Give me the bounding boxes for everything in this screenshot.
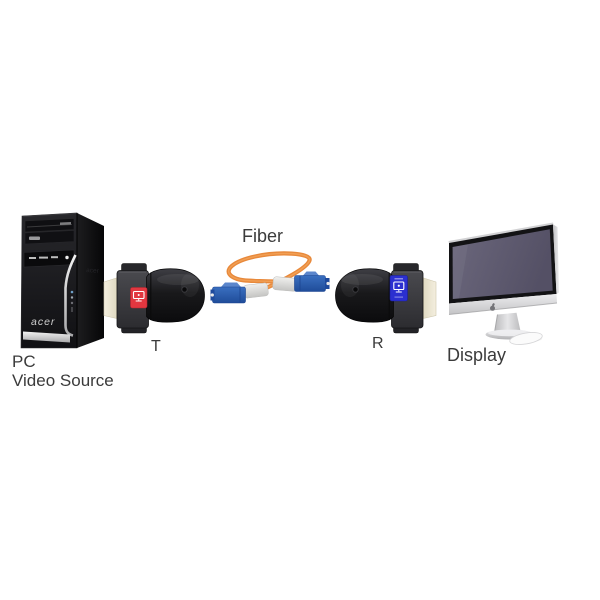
acer-side-watermark: acer [86,267,100,275]
transmitter-badge [130,287,148,309]
tower-side-panel [77,213,104,348]
monitor-icon [393,281,405,293]
imac-display [448,222,559,345]
fiber-cable [210,251,330,304]
lc-connector-left [210,282,269,304]
display-stand [494,312,521,333]
optical-drive-bay [24,218,75,248]
card-reader [23,249,75,268]
source-label: PC Video Source [12,352,114,390]
tower-base-trim [23,331,70,343]
transmitter-device [103,262,206,334]
display-label: Display [447,345,507,365]
pc-tower: acer acer [20,212,104,349]
display-side-edge [553,224,559,294]
display-screen [452,229,553,299]
source-label-line1: PC [12,352,36,371]
monitor-icon [132,290,145,302]
transmitter-label: T [151,338,161,355]
fiber-label: Fiber [242,226,284,246]
apple-logo-icon [490,303,495,311]
source-label-line2: Video Source [12,371,114,390]
acer-logo: acer [31,316,55,328]
receiver-label: R [372,335,384,352]
tower-accent-trim [64,254,77,337]
display-chin [449,294,557,315]
front-ports [70,290,74,312]
lc-connector-right [272,271,330,292]
mouse [509,332,543,345]
receiver-badge [389,275,408,302]
receiver-device [334,262,437,334]
